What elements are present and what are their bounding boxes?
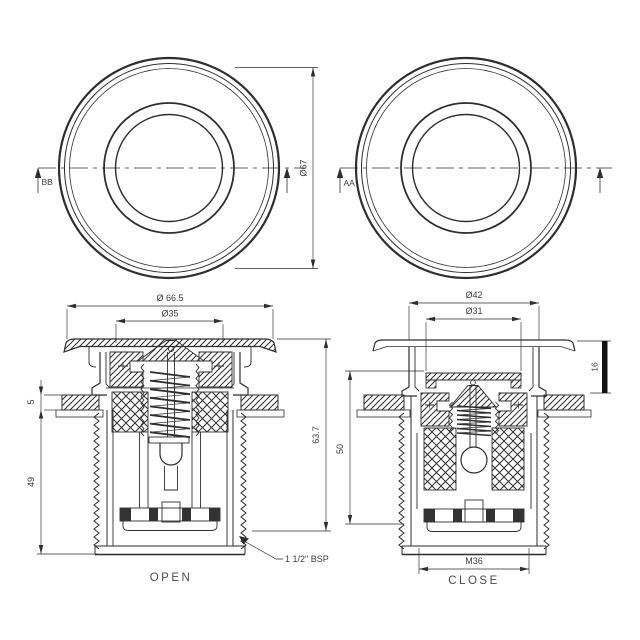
section-arrow [283, 167, 291, 178]
dim-text-35: Ø35 [161, 309, 178, 319]
close-deck-right [543, 394, 585, 411]
close-external-thread-left [398, 412, 405, 550]
dim-text-67: Ø67 [299, 159, 309, 176]
dim-close-cap-height: 16 [577, 340, 611, 394]
caption-close: CLOSE [448, 575, 500, 587]
dim-diameter-67: Ø67 [235, 67, 318, 269]
dim-open-deck-thickness: 5 [26, 380, 62, 419]
open-seal-band [119, 507, 221, 522]
close-cone [449, 385, 497, 408]
close-washer-right [537, 409, 592, 418]
dim-close-body-height: 50 [335, 370, 424, 525]
section-open: Ø 66.5 Ø35 5 49 [26, 293, 331, 584]
close-spring [456, 405, 492, 437]
dim-text-63-7: 63.7 [311, 426, 321, 444]
open-housing-left [109, 351, 144, 388]
dim-close-thread: M36 [418, 548, 530, 574]
dim-text-5: 5 [26, 399, 36, 404]
thread-label-bsp: 1 1/2" BSP [285, 554, 329, 564]
open-external-thread-left [93, 412, 100, 550]
dim-close-flange: Ø42 [408, 290, 540, 340]
open-deck-right [240, 394, 279, 411]
dim-open-cap: Ø35 [115, 309, 224, 343]
top-view-bb: BB Ø67 [34, 56, 318, 280]
open-spring [149, 371, 191, 439]
section-arrow [336, 167, 344, 178]
close-plate [425, 372, 522, 381]
open-cap-cone [136, 340, 206, 362]
dim-text-49: 49 [26, 477, 36, 487]
section-close: Ø42 Ø31 16 50 [335, 290, 611, 587]
close-body-crosshatch-left [423, 427, 457, 491]
close-brim [372, 339, 576, 352]
section-label-aa: AA [344, 178, 356, 188]
dim-bar-16 [602, 341, 608, 393]
close-seal-band [423, 508, 525, 523]
open-external-thread-right [240, 412, 247, 550]
open-washer-left [55, 409, 104, 418]
caption-open: OPEN [150, 572, 193, 584]
dim-text-m36: M36 [465, 556, 483, 566]
open-deck-left [61, 394, 100, 411]
open-washer-right [236, 409, 285, 418]
section-arrow [596, 167, 604, 178]
dim-open-total-height: 63.7 [252, 338, 331, 532]
dim-text-31: Ø31 [465, 306, 482, 316]
dim-text-66-5: Ø 66.5 [156, 293, 183, 303]
open-plunger-bulb [159, 443, 183, 466]
open-housing-right [198, 351, 233, 388]
dim-open-flange: Ø 66.5 [66, 293, 274, 339]
close-external-thread-right [543, 412, 550, 550]
dim-text-16: 16 [590, 362, 600, 372]
close-deck-left [363, 394, 405, 411]
close-washer-left [356, 409, 411, 418]
dim-text-50: 50 [335, 444, 345, 454]
section-arrow [34, 167, 42, 178]
dim-text-42: Ø42 [465, 290, 482, 300]
open-body-crosshatch-right [191, 391, 229, 433]
dim-close-plate: Ø31 [425, 306, 522, 371]
close-housing-left [420, 392, 450, 427]
label-open-thread: 1 1/2" BSP [239, 536, 329, 564]
close-housing-right [498, 392, 528, 427]
close-body-crosshatch-right [491, 427, 525, 491]
dim-open-lower-height: 49 [26, 410, 98, 555]
section-label-bb: BB [42, 177, 54, 187]
top-view-aa: AA [336, 56, 612, 280]
close-ball [460, 446, 488, 474]
open-body-crosshatch-left [111, 391, 149, 433]
